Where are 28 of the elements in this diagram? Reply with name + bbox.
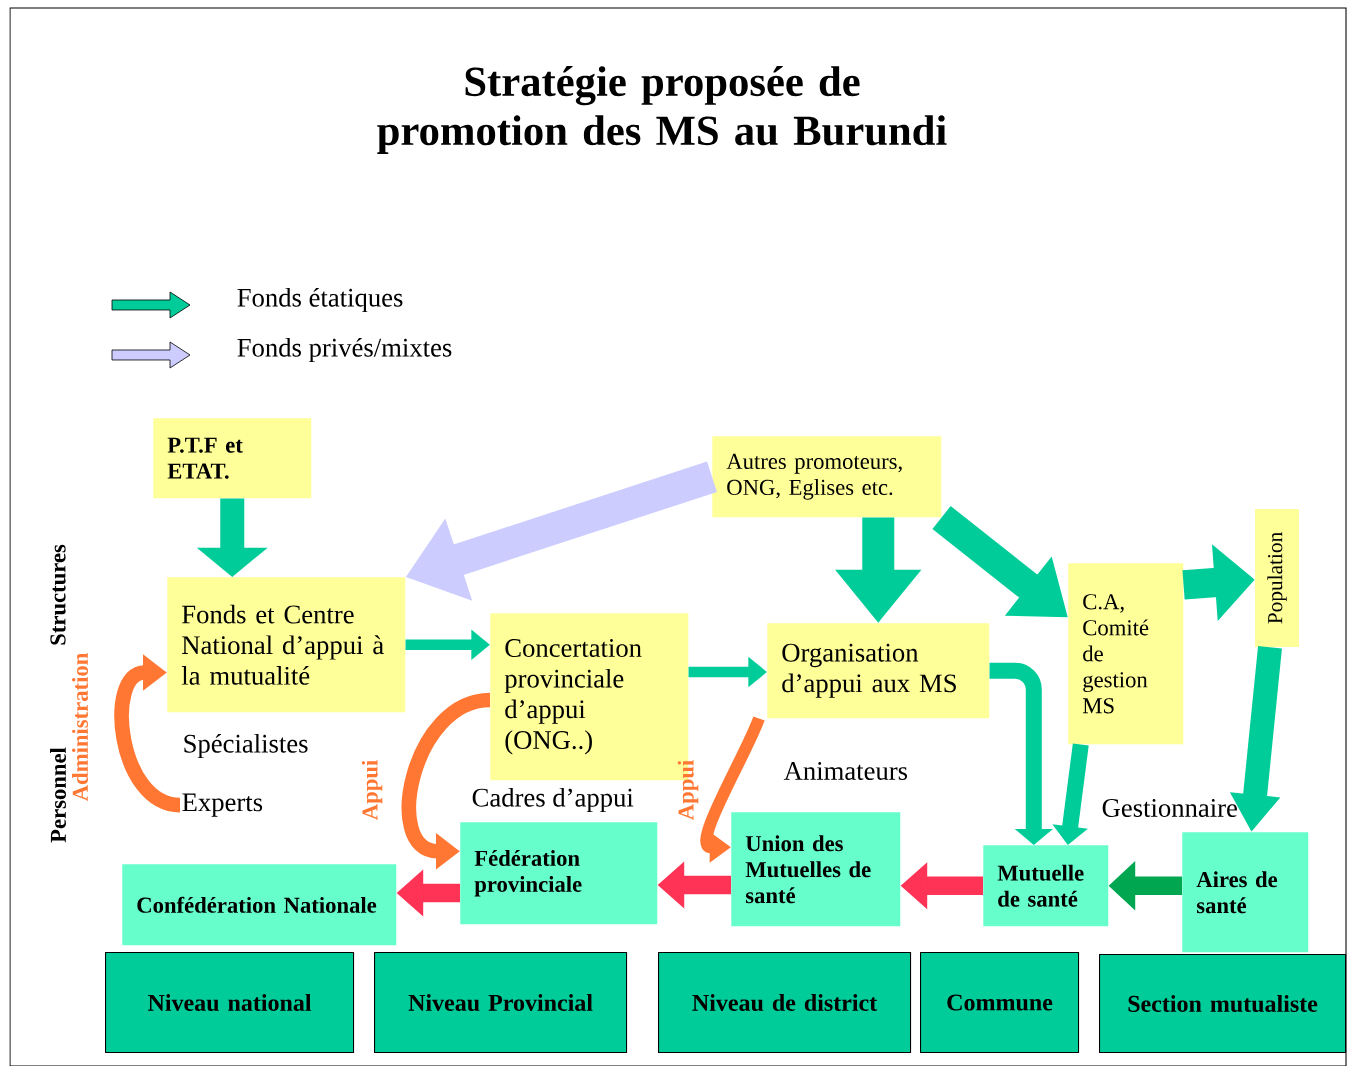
level-box: Niveau de district <box>658 952 912 1054</box>
legend-label: Fonds privés/mixtes <box>237 337 452 363</box>
edge-label: Administration <box>72 653 88 802</box>
text-box: Fédération provinciale <box>460 822 658 925</box>
text-box: P.T.F et ETAT. <box>153 418 312 499</box>
title: Stratégie proposée de promotion des MS au Burundi <box>377 66 947 154</box>
level-box: Niveau national <box>105 952 355 1054</box>
level-box: Niveau Provincial <box>374 952 628 1054</box>
text-box: Aires de santé <box>1182 832 1309 953</box>
role-label: Gestionnaire <box>1102 799 1237 817</box>
level-box: Commune <box>920 952 1080 1054</box>
text-box: Population <box>1255 509 1299 647</box>
text-box: Organisation d’appui aux MS <box>767 623 990 719</box>
role-label: Cadres d’appui <box>472 787 634 813</box>
text-box: Union des Mutuelles de santé <box>731 812 901 927</box>
edge-label: Appui <box>361 760 383 820</box>
side-label: Personnel <box>50 747 66 843</box>
text-box: Fonds et Centre National d’appui à la mutualité <box>167 577 406 713</box>
block-arrow <box>989 662 1053 845</box>
role-label: Animateurs <box>783 762 908 780</box>
side-label: Structures <box>50 544 66 645</box>
text: Experts <box>182 793 263 817</box>
text-box: Confédération Nationale <box>122 864 397 946</box>
text-box: Mutuelle de santé <box>983 845 1109 927</box>
text-box: Autres promoteurs, ONG, Eglises etc. <box>712 436 942 518</box>
level-box: Section mutualiste <box>1099 954 1347 1054</box>
text-box: C.A, Comité de gestion MS <box>1068 563 1184 745</box>
legend-label: Fonds étatiques <box>237 287 403 313</box>
